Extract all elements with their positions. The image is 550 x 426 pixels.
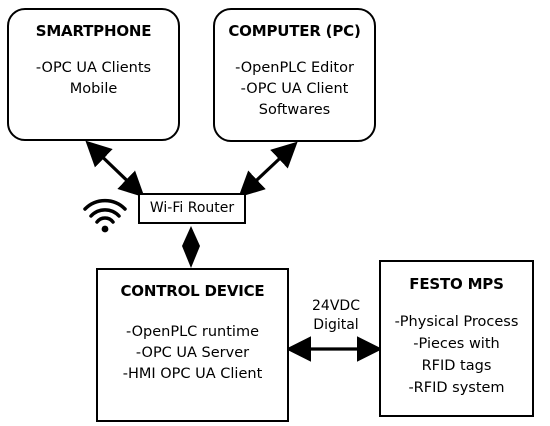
computer-item: -OpenPLC Editor <box>235 60 354 76</box>
festo-title: FESTO MPS <box>409 275 504 293</box>
control-device-item: -HMI OPC UA Client <box>122 366 263 382</box>
wifi-icon <box>83 198 127 233</box>
router-control-arrow <box>182 226 200 268</box>
wifi-router-node: Wi-Fi Router <box>138 193 246 224</box>
link-label: 24VDC Digital <box>298 297 374 335</box>
smartphone-items: -OPC UA Clients Mobile <box>9 58 178 100</box>
control-device-node: CONTROL DEVICE -OpenPLC runtime -OPC UA … <box>96 268 289 422</box>
control-device-item: -OPC UA Server <box>135 345 250 361</box>
festo-items: -Physical Process -Pieces with RFID tags… <box>381 311 532 399</box>
smartphone-node: SMARTPHONE -OPC UA Clients Mobile <box>7 8 180 141</box>
control-device-title: CONTROL DEVICE <box>120 282 265 300</box>
link-voltage: 24VDC <box>312 298 360 314</box>
festo-item: RFID tags <box>421 358 492 374</box>
computer-title: COMPUTER (PC) <box>228 22 361 40</box>
festo-item: -RFID system <box>408 380 505 396</box>
computer-router-arrow <box>238 141 298 198</box>
smartphone-title: SMARTPHONE <box>35 22 152 40</box>
computer-item: Softwares <box>258 102 331 118</box>
computer-node: COMPUTER (PC) -OpenPLC Editor -OPC UA Cl… <box>213 8 376 142</box>
smartphone-router-arrow <box>85 140 145 198</box>
control-device-items: -OpenPLC runtime -OPC UA Server -HMI OPC… <box>98 322 287 385</box>
festo-item: -Pieces with <box>413 336 500 352</box>
festo-item: -Physical Process <box>394 314 519 330</box>
computer-items: -OpenPLC Editor -OPC UA Client Softwares <box>215 58 374 121</box>
link-type: Digital <box>313 317 359 333</box>
computer-item: -OPC UA Client <box>240 81 349 97</box>
control-device-item: -OpenPLC runtime <box>125 324 260 340</box>
smartphone-item: Mobile <box>69 81 118 97</box>
router-label: Wi-Fi Router <box>149 200 235 216</box>
smartphone-item: -OPC UA Clients <box>35 60 152 76</box>
festo-mps-node: FESTO MPS -Physical Process -Pieces with… <box>379 260 534 417</box>
